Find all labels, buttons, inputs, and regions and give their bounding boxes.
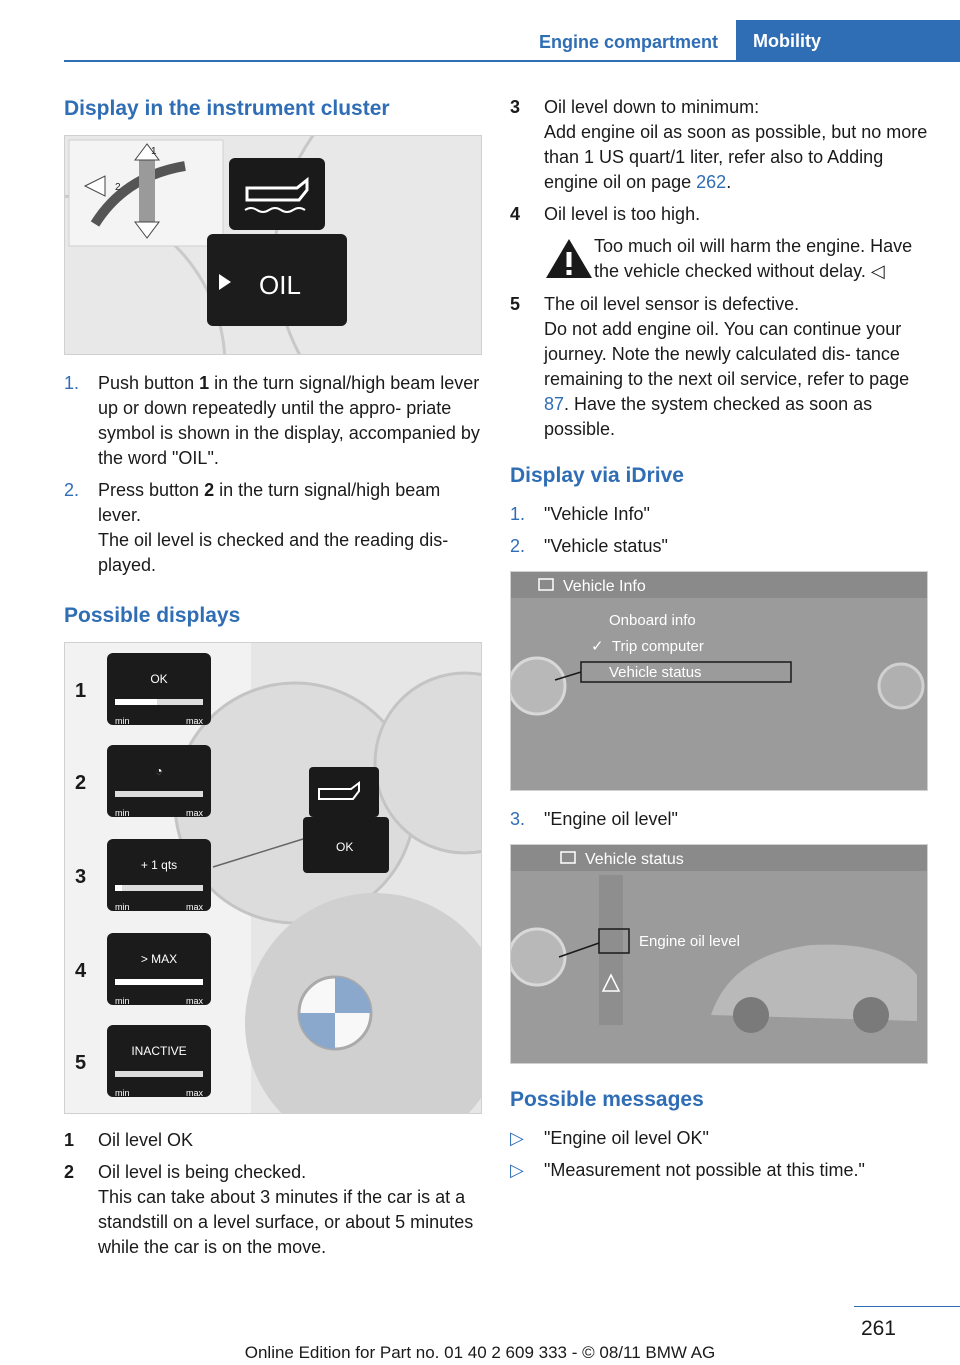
list-item: 3. "Engine oil level" — [510, 809, 678, 829]
vehicle-status-screen: Vehicle status Engine oil level — [510, 844, 928, 1064]
instrument-cluster-illustration: OIL 1 2 — [65, 136, 481, 354]
section-heading-instrument-cluster: Display in the instrument cluster — [64, 97, 390, 120]
display-label-5: 5 — [75, 1052, 87, 1074]
display-label-3: 3 — [75, 866, 87, 888]
list-item: 2. Press button 2 in the turn signal/hig… — [64, 480, 449, 575]
display-label-4: 4 — [75, 960, 87, 982]
header-tab-mobility: Mobility — [736, 20, 960, 62]
header-section: Engine compartment — [538, 32, 718, 52]
section-heading-possible-messages: Possible messages — [510, 1088, 704, 1111]
button-label-2: 2 — [115, 182, 121, 193]
list-item: 2. "Vehicle status" — [510, 536, 668, 556]
list-item: ▷ "Engine oil level OK" — [510, 1128, 709, 1148]
display-legend: 1 Oil level OK 2 Oil level is being chec… — [64, 1128, 482, 1260]
oil-display-inactive: INACTIVE min max — [107, 1025, 211, 1098]
screen-title: Vehicle Info — [563, 578, 646, 595]
idrive-steps: 1. "Vehicle Info" 2. "Vehicle status" — [510, 502, 928, 559]
possible-displays-figure: OK 1 2 3 4 5 OK min max ◔ min max + 1 qt… — [64, 642, 482, 1114]
list-item: 1 Oil level OK — [64, 1130, 194, 1150]
end-marker: ◁ — [870, 261, 885, 281]
page-link-262[interactable]: 262 — [696, 172, 727, 192]
list-item: ▷ "Measurement not possible at this time… — [510, 1160, 865, 1180]
step-number: 1. — [64, 373, 80, 393]
list-item: 4 Oil level is too high. — [510, 204, 701, 224]
display-legend-item5: 5 The oil level sensor is defective. Do … — [510, 292, 928, 442]
footer-rule — [854, 1306, 960, 1307]
instrument-cluster-figure: OIL 1 2 — [64, 135, 482, 355]
page-header: Engine compartment Mobility — [0, 0, 960, 62]
display-label-2: 2 — [75, 772, 87, 794]
section-heading-idrive: Display via iDrive — [510, 464, 684, 487]
screen-title: Vehicle status — [585, 851, 684, 868]
engine-oil-level-label[interactable]: Engine oil level — [639, 933, 740, 950]
warning-note: Too much oil will harm the engine. Have … — [510, 234, 928, 284]
page-number: 261 — [860, 1317, 896, 1340]
list-item: 1. Push button 1 in the turn signal/high… — [64, 373, 480, 468]
vehicle-info-screen: Vehicle Info Onboard info ✓ Trip compute… — [510, 571, 928, 791]
menu-item-onboard-info[interactable]: Onboard info — [609, 612, 696, 629]
idrive-step3: 3. "Engine oil level" — [510, 807, 928, 832]
possible-messages: ▷ "Engine oil level OK" ▷ "Measurement n… — [510, 1126, 928, 1183]
list-item: 2 Oil level is being checked. This can t… — [64, 1162, 474, 1257]
idrive-screen-illustration — [511, 572, 927, 790]
header-rule — [64, 60, 960, 62]
oil-display-checking: ◔ min max — [107, 745, 211, 818]
menu-item-trip-computer[interactable]: ✓ Trip computer — [591, 638, 704, 655]
step-number: 2. — [64, 480, 80, 500]
oil-display-text: OIL — [259, 270, 301, 300]
warning-triangle-icon — [544, 236, 594, 280]
display-legend-continued: 3 Oil level down to minimum: Add engine … — [510, 95, 928, 227]
right-column: 3 Oil level down to minimum: Add engine … — [510, 95, 928, 1190]
display-variants: 1 2 3 4 5 OK min max ◔ min max + 1 qts m… — [65, 643, 251, 1113]
oil-display-add: + 1 qts min max — [107, 839, 211, 912]
section-heading-possible-displays: Possible displays — [64, 604, 241, 627]
list-item: 5 The oil level sensor is defective. Do … — [510, 294, 910, 439]
vehicle-status-illustration — [511, 845, 927, 1063]
display-label-1: 1 — [75, 680, 87, 702]
center-ok-text: OK — [336, 840, 353, 854]
left-column: Display in the instrument cluster OIL 1 … — [64, 95, 482, 1267]
list-item: 3 Oil level down to minimum: Add engine … — [510, 97, 928, 192]
page-link-87[interactable]: 87 — [544, 394, 565, 414]
oil-display-ok: OK min max — [107, 653, 211, 726]
list-item: 1. "Vehicle Info" — [510, 504, 650, 524]
oil-display-max: > MAX min max — [107, 933, 211, 1006]
button-label-1: 1 — [151, 146, 157, 157]
cluster-steps: 1. Push button 1 in the turn signal/high… — [64, 371, 482, 578]
edition-note: Online Edition for Part no. 01 40 2 609 … — [244, 1343, 716, 1362]
menu-item-vehicle-status[interactable]: Vehicle status — [609, 664, 702, 681]
